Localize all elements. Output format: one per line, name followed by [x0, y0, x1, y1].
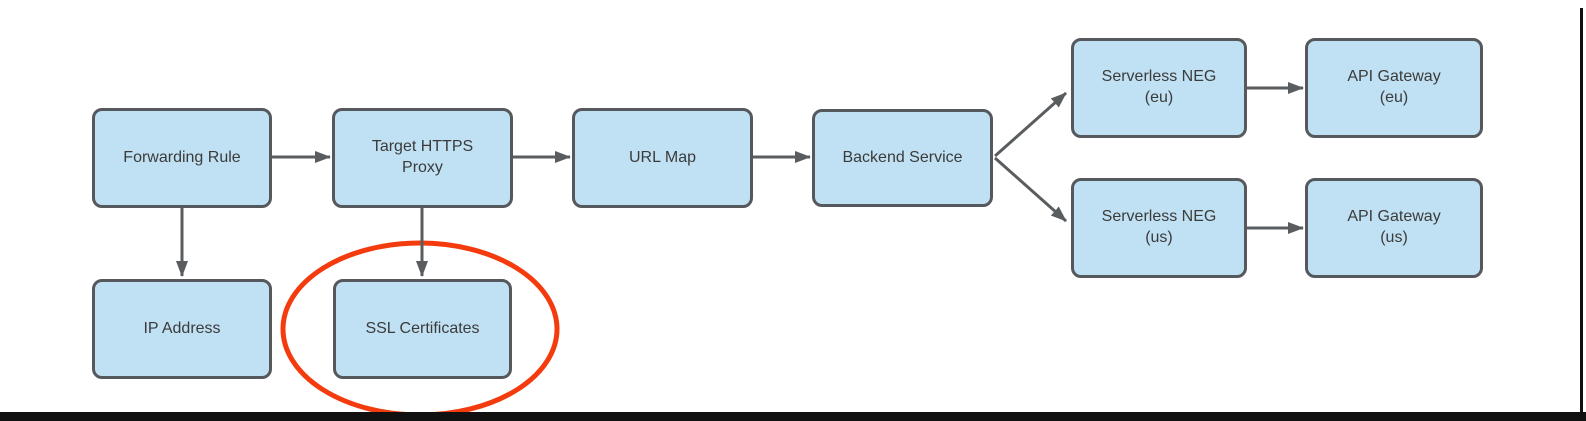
node-ssl-certificates: SSL Certificates — [333, 279, 512, 379]
node-serverless-neg-us: Serverless NEG (us) — [1071, 178, 1247, 278]
node-target-https-proxy: Target HTTPS Proxy — [332, 108, 513, 208]
node-api-gateway-us: API Gateway (us) — [1305, 178, 1483, 278]
bottom-frame-bar — [0, 412, 1586, 421]
node-url-map: URL Map — [572, 108, 753, 208]
node-backend-service: Backend Service — [812, 109, 993, 207]
node-api-gateway-eu: API Gateway (eu) — [1305, 38, 1483, 138]
node-forwarding-rule: Forwarding Rule — [92, 108, 272, 208]
right-frame-line — [1580, 8, 1583, 421]
node-serverless-neg-eu: Serverless NEG (eu) — [1071, 38, 1247, 138]
node-ip-address: IP Address — [92, 279, 272, 379]
edge-backend-service-to-serverless-neg-eu — [994, 91, 1067, 158]
edge-backend-service-to-serverless-neg-us — [994, 156, 1067, 223]
